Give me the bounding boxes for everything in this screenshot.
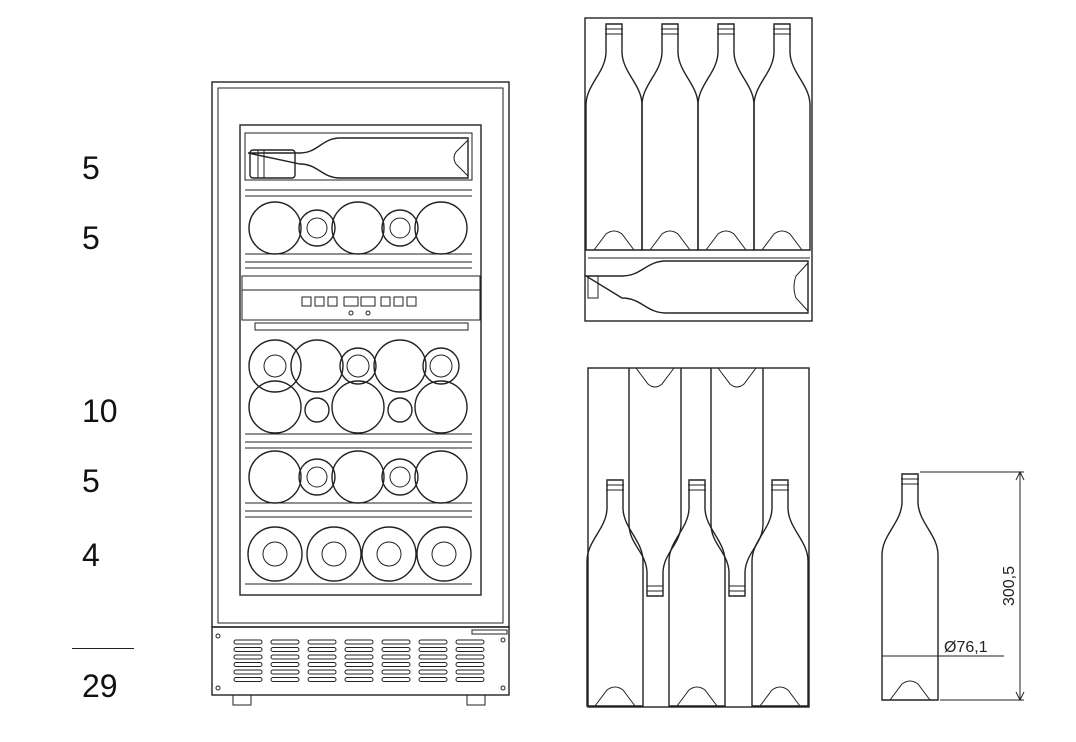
shelf-row-3-stacked xyxy=(245,339,472,449)
vent-slot xyxy=(307,639,337,645)
diameter-dimension-label: Ø76,1 xyxy=(944,639,988,656)
total-count: 29 xyxy=(82,668,118,704)
vent-slot xyxy=(307,669,337,675)
vent-slot xyxy=(344,669,374,675)
vent-slot xyxy=(233,654,263,660)
vent-slot xyxy=(233,677,263,682)
vent-slot xyxy=(455,677,485,682)
shelf-count-4: 5 xyxy=(82,463,100,499)
vent-slot xyxy=(270,639,300,645)
vent-slot xyxy=(418,662,448,667)
vent-grille xyxy=(211,626,510,706)
vent-slot xyxy=(233,669,263,675)
vent-slot xyxy=(344,654,374,660)
vent-slot xyxy=(270,654,300,660)
vent-slot xyxy=(233,647,263,652)
vent-slot xyxy=(418,639,448,645)
vent-slot xyxy=(418,677,448,682)
vent-slot xyxy=(455,647,485,652)
shelf-count-1: 5 xyxy=(82,150,100,186)
shelf-row-5 xyxy=(245,526,472,585)
shelf-count-5: 4 xyxy=(82,537,100,573)
vent-slot xyxy=(381,639,411,645)
vent-slot xyxy=(418,654,448,660)
vent-slot xyxy=(381,662,411,667)
vent-slot xyxy=(381,669,411,675)
shelf-top-horizontal-bottle xyxy=(244,132,473,197)
shelf-count-2: 5 xyxy=(82,220,100,256)
vent-slot xyxy=(455,654,485,660)
vent-slot xyxy=(344,639,374,645)
shelf-row-4 xyxy=(245,450,472,518)
shelf-row-2 xyxy=(245,201,472,269)
vent-slot xyxy=(418,669,448,675)
cabinet-front xyxy=(211,81,510,628)
vent-slot xyxy=(455,669,485,675)
vent-slot xyxy=(307,647,337,652)
vent-slot xyxy=(270,677,300,682)
shelf-count-3: 10 xyxy=(82,393,118,429)
vent-slot xyxy=(344,677,374,682)
vent-slot xyxy=(233,639,263,645)
vent-slot xyxy=(307,677,337,682)
vent-slot xyxy=(455,639,485,645)
vent-slot xyxy=(270,669,300,675)
bottle-dimension-drawing xyxy=(881,470,1025,702)
layout-alternating-bottles xyxy=(586,367,810,708)
vent-slot xyxy=(381,654,411,660)
total-divider xyxy=(72,648,134,649)
vent-slot xyxy=(455,662,485,667)
vent-slot xyxy=(270,662,300,667)
vent-slot xyxy=(344,662,374,667)
vent-slot xyxy=(233,662,263,667)
height-dimension-label: 300,5 xyxy=(1001,566,1018,606)
vent-slot xyxy=(418,647,448,652)
layout-upright-plus-horizontal xyxy=(583,17,813,322)
vent-slot xyxy=(270,647,300,652)
vent-slot xyxy=(381,647,411,652)
control-panel xyxy=(241,275,481,331)
vent-slot xyxy=(307,654,337,660)
vent-slot xyxy=(344,647,374,652)
vent-slot xyxy=(381,677,411,682)
vent-slot xyxy=(307,662,337,667)
